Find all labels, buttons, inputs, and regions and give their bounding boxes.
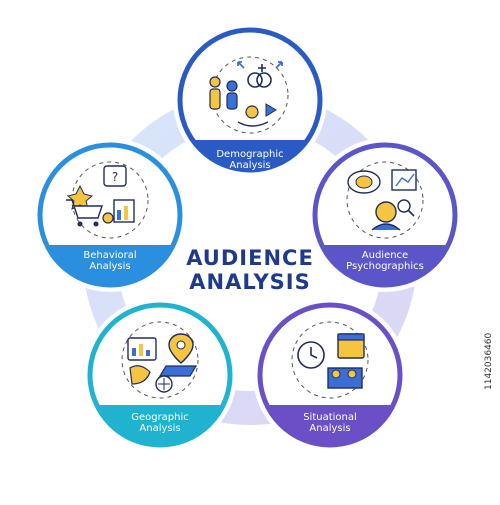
stock-id-label: 1142036460 <box>484 332 494 390</box>
geographic-label: Geographic Analysis <box>131 412 189 434</box>
segment-geographic <box>83 298 237 452</box>
segment-situational <box>253 298 407 452</box>
segment-demographic <box>173 23 327 177</box>
segment-behavioral: ? <box>33 138 187 292</box>
diagram-title-line2: ANALYSIS <box>189 270 311 294</box>
map-pin-icon <box>127 333 198 393</box>
behavioral-label: Behavioral Analysis <box>83 250 137 272</box>
diagram-title-line1: AUDIENCE <box>186 246 314 270</box>
segment-psychographics <box>308 138 462 292</box>
shopping-cart-icon: ? <box>66 165 135 227</box>
situational-label: Situational Analysis <box>303 412 357 434</box>
psychographics-label: Audience Psychographics <box>346 250 424 272</box>
people-gender-icon <box>209 61 283 127</box>
clock-calendar-icon <box>297 333 365 389</box>
svg-text:?: ? <box>112 170 118 184</box>
brain-head-icon <box>347 169 417 231</box>
demographic-label: Demographic Analysis <box>216 149 284 171</box>
